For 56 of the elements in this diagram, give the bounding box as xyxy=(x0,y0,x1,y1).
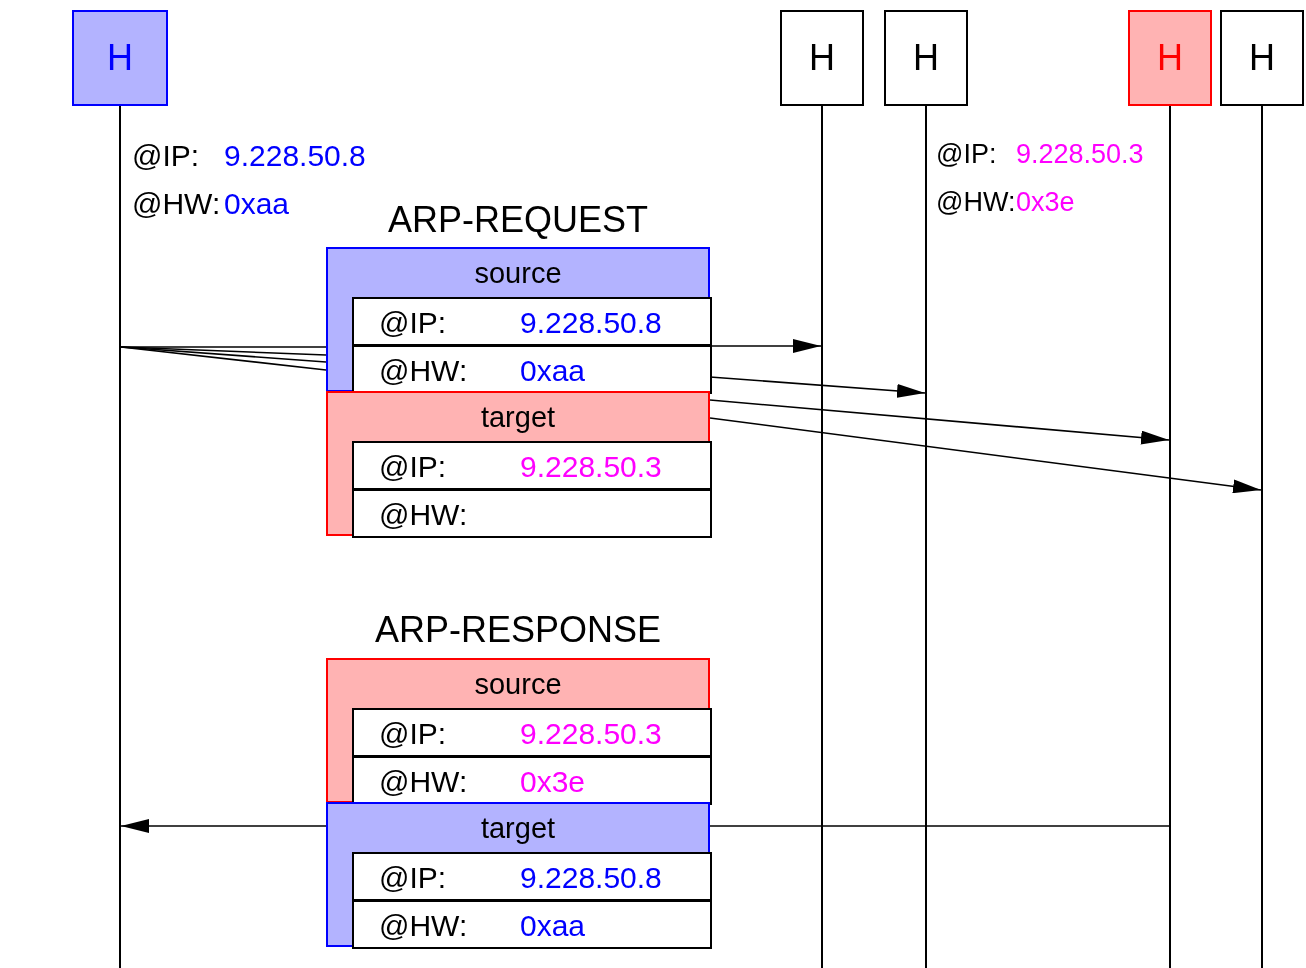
field-label: @IP: xyxy=(936,141,997,168)
field-label: @IP: xyxy=(379,308,447,338)
field-label: @HW: xyxy=(379,911,468,941)
arrow xyxy=(709,399,1170,445)
section-heading: source xyxy=(473,670,563,699)
address-row xyxy=(352,297,712,346)
address-value: 0xaa xyxy=(224,189,290,219)
arrow xyxy=(120,819,327,833)
host-box: H xyxy=(1128,10,1212,106)
address-section xyxy=(326,391,710,536)
address-value: 9.228.50.3 xyxy=(520,452,662,482)
lifeline xyxy=(1169,106,1171,968)
host-box: H xyxy=(72,10,168,106)
host-box: H xyxy=(780,10,864,106)
address-value: 9.228.50.8 xyxy=(224,141,366,171)
address-value: 9.228.50.8 xyxy=(520,308,662,338)
address-value: 0xaa xyxy=(520,356,586,386)
address-row xyxy=(352,708,712,757)
address-section xyxy=(326,802,710,947)
field-label: @IP: xyxy=(132,141,200,171)
field-label: @IP: xyxy=(379,863,447,893)
host-box: H xyxy=(1220,10,1304,106)
lifeline xyxy=(119,106,121,968)
address-value: 0x3e xyxy=(1016,189,1075,216)
address-value: 9.228.50.3 xyxy=(1016,141,1144,168)
address-section xyxy=(326,247,710,392)
address-row xyxy=(352,756,712,805)
field-label: @HW: xyxy=(379,356,468,386)
lifeline xyxy=(821,106,823,968)
address-row xyxy=(352,900,712,949)
field-label: @IP: xyxy=(379,452,447,482)
field-label: @IP: xyxy=(379,719,447,749)
address-value: 0x3e xyxy=(520,767,586,797)
address-value: 9.228.50.3 xyxy=(520,719,662,749)
field-label: @HW: xyxy=(936,189,1016,216)
address-value: 0xaa xyxy=(520,911,586,941)
field-label: @HW: xyxy=(132,189,221,219)
address-row xyxy=(352,489,712,538)
packet-title: ARP-RESPONSE xyxy=(373,612,663,648)
field-label: @HW: xyxy=(379,500,468,530)
connector-line xyxy=(709,825,1170,827)
section-heading: target xyxy=(479,403,557,432)
address-value: 9.228.50.8 xyxy=(520,863,662,893)
field-label: @HW: xyxy=(379,767,468,797)
connector-line xyxy=(120,346,327,371)
lifeline xyxy=(1261,106,1263,968)
host-box: H xyxy=(884,10,968,106)
section-heading: source xyxy=(473,259,563,288)
section-heading: target xyxy=(479,814,557,843)
address-section xyxy=(326,658,710,803)
address-row xyxy=(352,441,712,490)
address-row xyxy=(352,852,712,901)
arrow xyxy=(709,417,1262,494)
lifeline xyxy=(925,106,927,968)
address-row xyxy=(352,345,712,394)
packet-title: ARP-REQUEST xyxy=(386,202,649,238)
